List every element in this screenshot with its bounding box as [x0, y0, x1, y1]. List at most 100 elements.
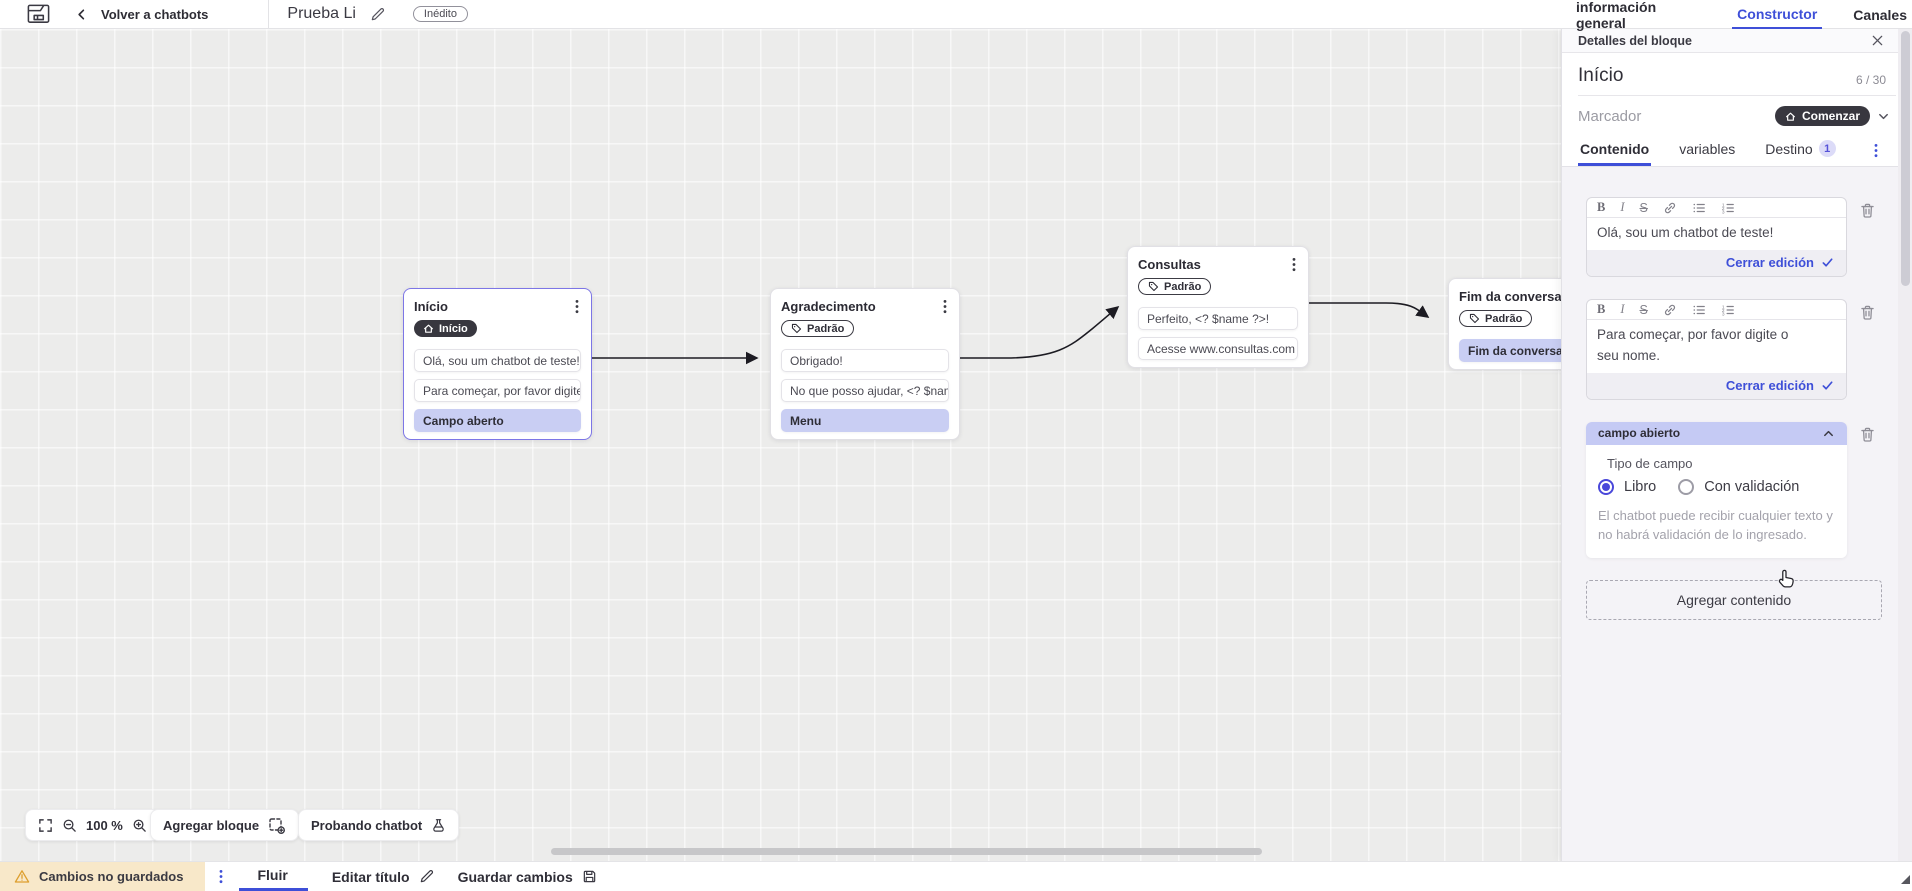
node-content-row-selected[interactable]: Menu [781, 409, 949, 432]
radio-libre-selected[interactable] [1598, 478, 1614, 495]
edit-title-label: Editar título [331, 868, 410, 885]
unsaved-changes-label: Cambios no guardados [39, 869, 184, 884]
flow-node-consultas[interactable]: Consultas Padrão Perfeito, <? $name ?>! … [1127, 246, 1309, 368]
test-chatbot-label: Probando chatbot [311, 817, 423, 833]
node-badge-label: Padrão [1485, 312, 1523, 325]
back-label: Volver a chatbots [101, 6, 209, 22]
bold-icon[interactable]: B [1597, 200, 1606, 214]
editor-footer: Cerrar edición [1587, 372, 1846, 399]
link-icon[interactable] [1663, 201, 1677, 215]
editor-text-input[interactable]: Para começar, por favor digite o seu nom… [1597, 327, 1789, 363]
tab-informacion-general[interactable]: información general [1576, 0, 1657, 31]
panel-tabs: Contenido variables Destino 1 [1578, 138, 1896, 166]
horizontal-scrollbar[interactable] [551, 848, 1262, 855]
chevron-up-icon[interactable] [1822, 427, 1835, 440]
radio-con-validacion-label[interactable]: Con validación [1704, 478, 1800, 495]
marker-value-pill[interactable]: Comenzar [1774, 106, 1870, 126]
italic-icon[interactable]: I [1620, 302, 1625, 317]
edit-flow-title-button[interactable] [370, 7, 385, 22]
bold-icon[interactable]: B [1597, 302, 1606, 317]
node-content-row[interactable]: No que posso ajudar, <? $name ... [781, 379, 949, 402]
pencil-icon [419, 869, 434, 884]
close-edit-button[interactable]: Cerrar edición [1726, 378, 1834, 393]
tab-fluir[interactable]: Fluir [239, 862, 308, 891]
trash-icon[interactable] [1856, 199, 1878, 221]
close-icon[interactable] [1871, 34, 1884, 47]
tab-variables[interactable]: variables [1679, 141, 1736, 157]
bullet-list-icon[interactable] [1692, 303, 1706, 317]
flow-node-agradecimento[interactable]: Agradecimento Padrão Obrigado! No que po… [770, 288, 960, 440]
panel-block-summary: Início 6 / 30 Marcador Comenzar [1562, 53, 1912, 167]
zoom-out-icon[interactable] [62, 818, 77, 833]
node-content-row[interactable]: Obrigado! [781, 349, 949, 372]
node-content-row[interactable]: Perfeito, <? $name ?>! [1138, 307, 1298, 330]
destino-count-badge: 1 [1818, 140, 1836, 157]
field-type-options: Libro Con validación [1598, 478, 1835, 495]
node-content-row-selected[interactable]: Fim da conversa [1459, 339, 1561, 362]
flow-node-fim-da-conversa[interactable]: Fim da conversa Padrão Fim da conversa [1448, 278, 1561, 370]
chevron-down-icon[interactable] [1877, 110, 1890, 123]
add-block-label: Agregar bloque [163, 817, 260, 833]
link-icon[interactable] [1663, 303, 1677, 317]
topbar-left: Volver a chatbots Prueba Li Inédito [0, 0, 468, 29]
svg-text:2: 2 [1722, 308, 1725, 314]
node-menu-button[interactable] [1290, 257, 1298, 272]
node-type-badge: Padrão [1138, 278, 1212, 295]
panel-scrollbar[interactable] [1898, 29, 1912, 861]
edit-title-button[interactable]: Editar título [332, 862, 434, 891]
add-block-button[interactable]: Agregar bloque [150, 809, 300, 841]
panel-menu-button[interactable] [1874, 143, 1878, 166]
strikethrough-icon[interactable]: S [1639, 200, 1648, 215]
flow-canvas[interactable]: Início Início Olá, sou um chatbot de tes… [0, 29, 1561, 861]
close-edit-button[interactable]: Cerrar edición [1726, 255, 1834, 270]
tab-destino[interactable]: Destino 1 [1763, 140, 1837, 166]
footer-menu-button[interactable] [219, 862, 223, 891]
flow-node-inicio[interactable]: Início Início Olá, sou um chatbot de tes… [403, 288, 592, 440]
panel-scrollbar-thumb[interactable] [1901, 31, 1910, 286]
save-changes-label: Guardar cambios [457, 868, 573, 885]
canvas-zoom-toolbar: 100 % [25, 809, 160, 841]
content-card-row: campo abierto Tipo de campo Libro Con v [1586, 421, 1878, 558]
italic-icon[interactable]: I [1620, 200, 1625, 214]
close-edit-label: Cerrar edición [1725, 377, 1814, 393]
test-chatbot-button[interactable]: Probando chatbot [298, 809, 460, 841]
back-to-chatbots-button[interactable]: Volver a chatbots [75, 7, 208, 22]
node-menu-button[interactable] [941, 299, 949, 314]
add-content-button[interactable]: Agregar contenido [1586, 579, 1882, 620]
node-items: Olá, sou um chatbot de teste! Para começ… [414, 349, 581, 432]
save-changes-button[interactable]: Guardar cambios [458, 862, 597, 891]
trash-icon[interactable] [1856, 424, 1878, 446]
fullscreen-icon[interactable] [38, 818, 53, 833]
flask-icon [431, 818, 446, 833]
node-items: Perfeito, <? $name ?>! Acesse www.consul… [1138, 307, 1298, 360]
tab-constructor[interactable]: Constructor [1732, 0, 1823, 29]
node-menu-button[interactable] [573, 299, 581, 314]
zoom-in-icon[interactable] [132, 818, 147, 833]
radio-con-validacion[interactable] [1678, 478, 1695, 495]
node-content-row[interactable]: Para começar, por favor digite o ... [414, 379, 581, 402]
topbar-divider [268, 0, 270, 29]
open-field-body: Tipo de campo Libro Con validación El ch… [1586, 444, 1847, 558]
trash-icon[interactable] [1856, 301, 1878, 323]
block-name[interactable]: Início [1578, 65, 1624, 86]
home-icon [423, 323, 434, 334]
bullet-list-icon[interactable] [1692, 201, 1706, 215]
open-field-header[interactable]: campo abierto [1586, 421, 1847, 445]
node-content-row[interactable]: Acesse www.consultas.com par... [1138, 337, 1298, 360]
node-title: Fim da conversa [1459, 288, 1561, 304]
svg-text:1: 1 [1722, 202, 1725, 208]
tab-contenido[interactable]: Contenido [1578, 141, 1652, 166]
strikethrough-icon[interactable]: S [1639, 302, 1648, 317]
node-content-row-selected[interactable]: Campo aberto [414, 409, 581, 432]
radio-libre-label[interactable]: Libro [1624, 478, 1657, 495]
node-content-row[interactable]: Olá, sou um chatbot de teste! [414, 349, 581, 372]
editor-text-input[interactable]: Olá, sou um chatbot de teste! [1597, 225, 1774, 240]
tab-canales[interactable]: Canales [1853, 6, 1907, 23]
